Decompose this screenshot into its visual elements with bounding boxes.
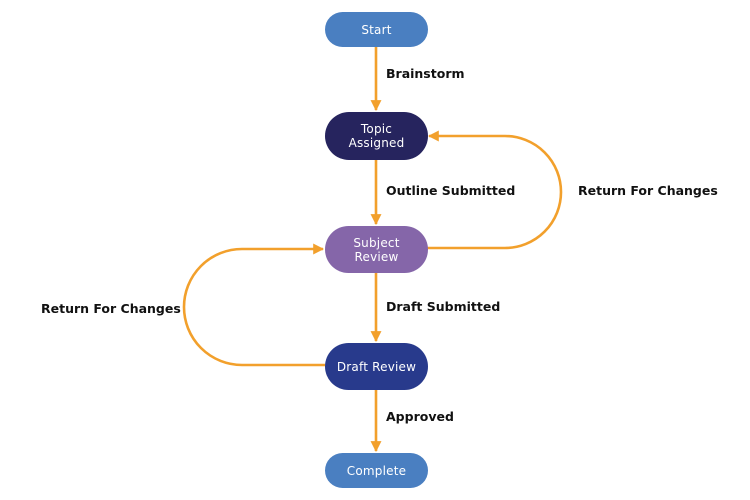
edge-return-left-arrow [182, 243, 325, 367]
node-complete: Complete [325, 453, 428, 488]
node-topic-assigned: Topic Assigned [325, 112, 428, 160]
label-approved: Approved [386, 409, 454, 424]
node-draft-review: Draft Review [325, 343, 428, 390]
label-return-for-changes-right: Return For Changes [578, 183, 718, 198]
node-start: Start [325, 12, 428, 47]
node-subject-review: Subject Review [325, 226, 428, 273]
label-brainstorm: Brainstorm [386, 66, 465, 81]
edge-return-right-arrow [427, 130, 563, 250]
label-draft-submitted: Draft Submitted [386, 299, 501, 314]
label-outline-submitted: Outline Submitted [386, 183, 516, 198]
label-return-for-changes-left: Return For Changes [41, 301, 181, 316]
